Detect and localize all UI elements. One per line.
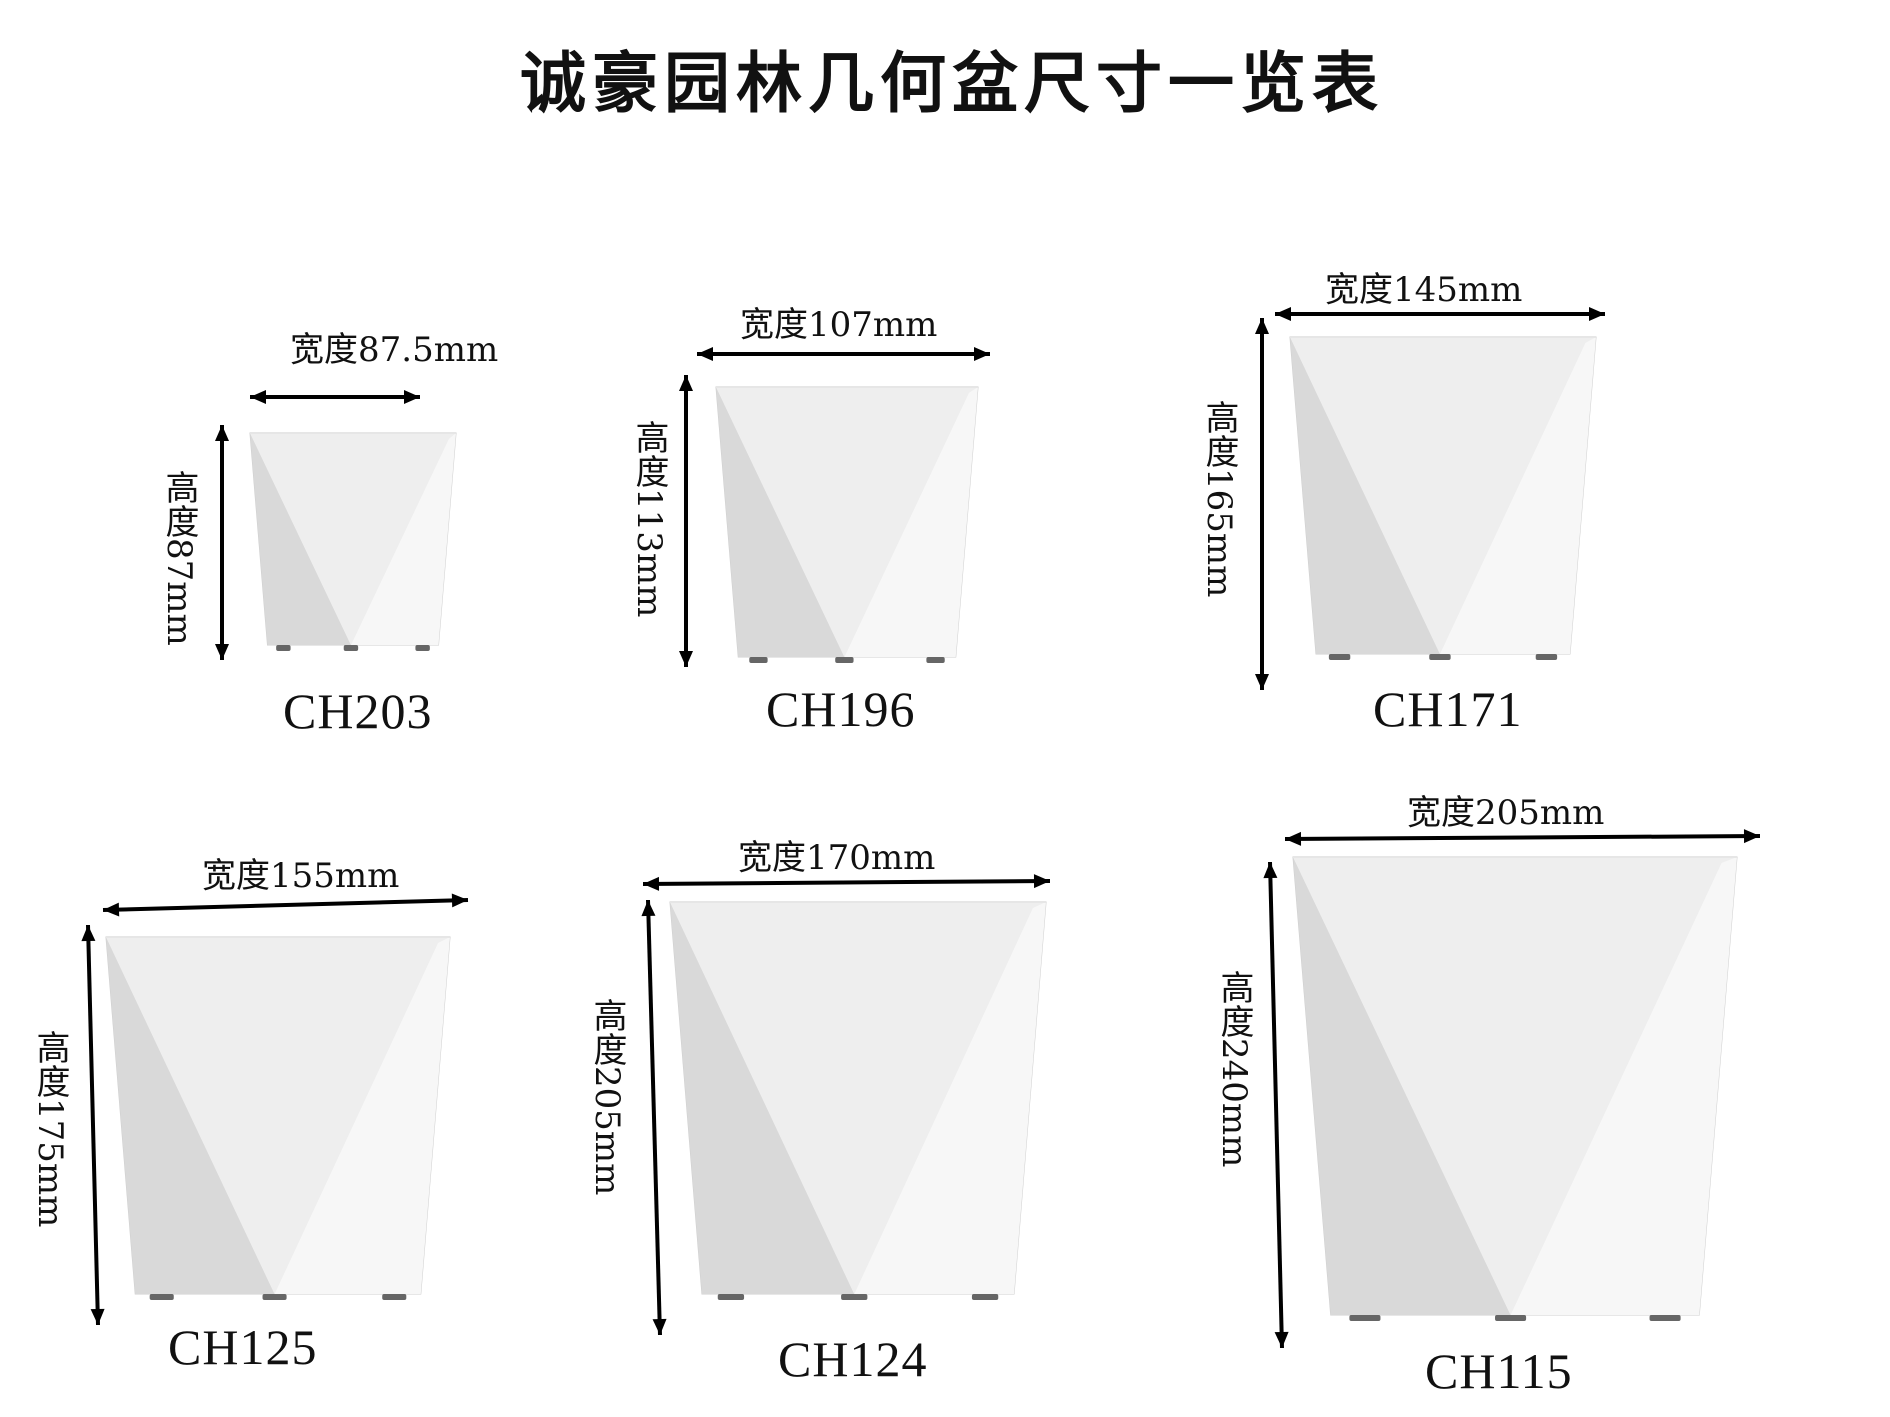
pot-left-face [1290,337,1440,654]
pot-right-face [844,387,978,657]
arrow-head [451,893,468,908]
arrow-head [250,390,266,404]
pot-foot [841,1294,868,1300]
arrow-head [1743,829,1760,844]
pot-foot [1649,1315,1681,1321]
model-code: CH196 [766,681,916,737]
arrow-head [697,347,713,361]
height-label: 高度165mm [1199,400,1239,598]
pot-foot [971,1294,999,1300]
pot-front-face [250,433,449,645]
pot-right-face [1439,337,1596,654]
arrow-head [1033,874,1050,889]
arrow-head [679,375,693,391]
width-label: 宽度205mm [1407,793,1605,833]
model-code: CH124 [778,1331,928,1387]
pot-front-face [1293,857,1722,1315]
width-label: 宽度170mm [738,838,936,878]
page-title: 诚豪园林几何盆尺寸一览表 [520,44,1384,122]
arrow-head [1275,307,1291,321]
pot-foot [1349,1315,1381,1321]
arrow-head [652,1318,667,1335]
height-label: 高度87mm [159,470,199,646]
pot-image [249,432,457,651]
pot-image [1289,336,1597,660]
pot-right-face [854,902,1046,1294]
pot-foot [262,1294,287,1300]
pot-right-face [350,433,456,645]
width-label: 宽度107mm [740,305,938,345]
width-label: 宽度155mm [202,856,400,896]
arrow-head [641,900,656,917]
model-code: CH203 [283,683,433,739]
pot-right-face [1510,857,1737,1315]
pot-foot [149,1294,174,1300]
pot-foot [1429,654,1451,660]
pot-foot [835,657,854,663]
pot-foot [1495,1315,1527,1321]
pot-foot [749,657,768,663]
arrow-head [1589,307,1605,321]
width-label: 宽度145mm [1325,270,1523,310]
arrow-head [1255,674,1269,690]
pot-foot [717,1294,745,1300]
pot-foot [1535,654,1558,660]
arrow-head [1263,862,1278,879]
model-code: CH125 [168,1319,318,1375]
arrow-head [1285,831,1302,846]
arrow-head [215,644,229,660]
arrow-head [90,1308,105,1325]
pot-foot [926,657,945,663]
model-code: CH115 [1425,1343,1573,1399]
pot-foot [415,645,430,651]
arrow-head [404,390,420,404]
arrow-head [974,347,990,361]
pot-front-face [716,387,969,657]
pot-left-face [1293,857,1511,1315]
arrow-head [81,925,96,942]
model-code: CH171 [1373,681,1523,737]
pot-foot [382,1294,407,1300]
arrow-head [1255,318,1269,334]
pot-front-face [1290,337,1586,654]
height-label: 高度240mm [1214,970,1254,1168]
pot-front-face [670,902,1033,1294]
height-label: 高度205mm [587,998,627,1196]
arrow-head [215,425,229,441]
pot-foot [276,645,291,651]
pot-image [715,386,979,663]
height-label: 高度113mm [629,420,669,618]
pot-front-face [106,937,438,1294]
arrow-head [643,876,660,891]
width-label: 宽度87.5mm [290,330,499,370]
arrow-head [103,902,120,917]
pot-image [1292,856,1738,1321]
arrow-head [679,651,693,667]
height-label: 高度175mm [30,1030,70,1228]
pot-image [669,901,1047,1300]
pot-right-face [274,937,450,1294]
pot-image [105,936,451,1300]
pot-foot [1328,654,1351,660]
arrow-head [1274,1331,1289,1348]
pot-foot [343,645,359,651]
